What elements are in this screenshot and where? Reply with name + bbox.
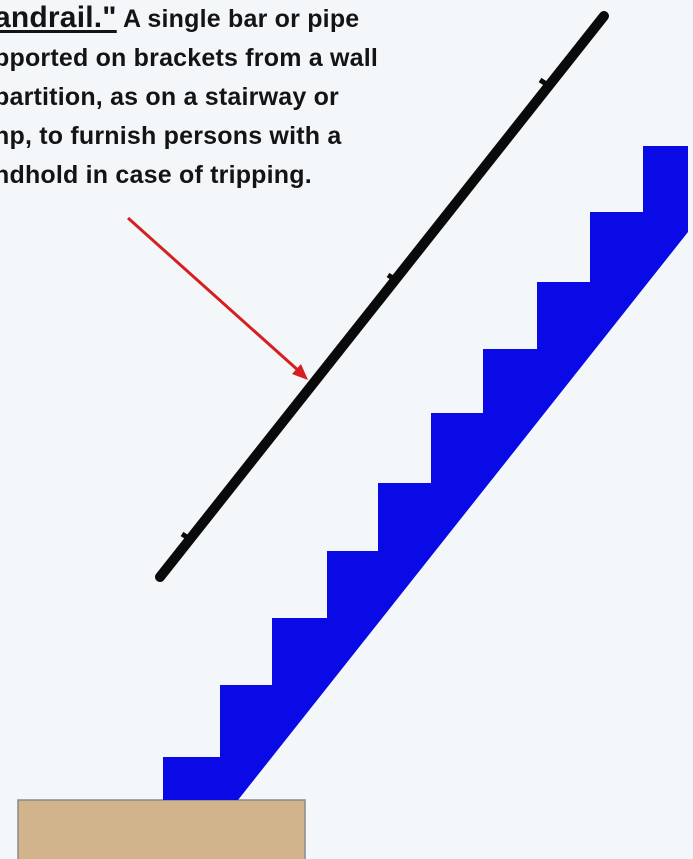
- floor-icon: [17, 799, 306, 859]
- definition-text: A single bar or pipe: [122, 5, 360, 33]
- handrail-icon: [155, 11, 609, 582]
- handrail-definition: andrail." A single bar or pipe pported on…: [0, 0, 554, 195]
- definition-text: ndhold in case of tripping.: [0, 161, 312, 189]
- definition-text: partition, as on a stairway or: [0, 83, 339, 111]
- definition-term: andrail.": [0, 1, 117, 34]
- stairs-icon: [163, 146, 688, 800]
- definition-text: pported on brackets from a wall: [0, 44, 379, 72]
- definition-text: np, to furnish persons with a: [0, 122, 342, 150]
- definition-line-1: andrail." A single bar or pipe: [0, 0, 554, 39]
- arrow-icon: [126, 216, 308, 380]
